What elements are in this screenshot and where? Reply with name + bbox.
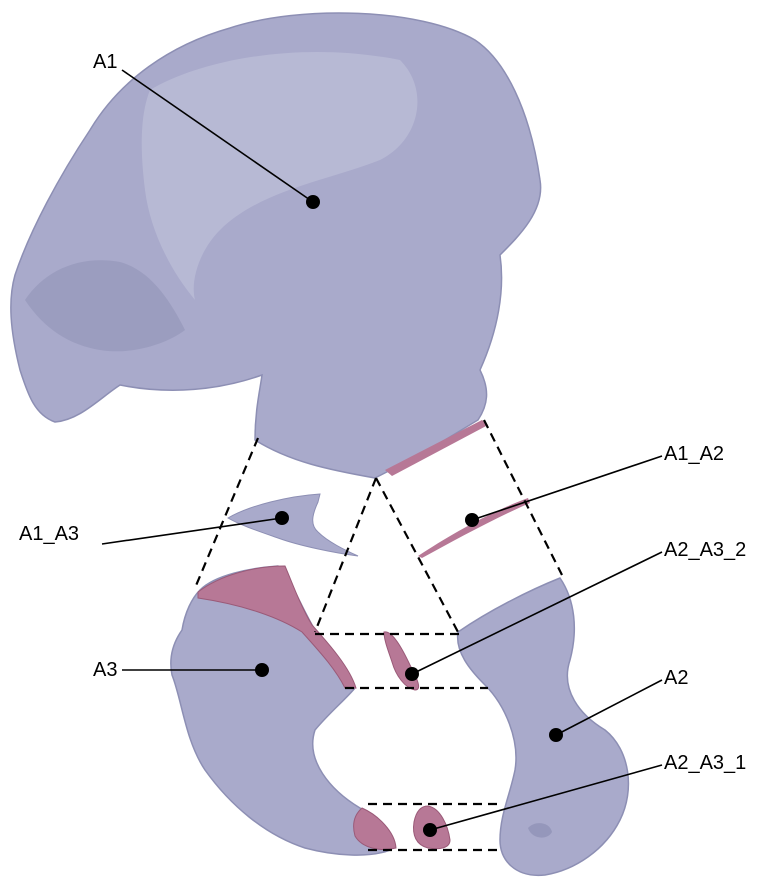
dot-a2-a3-1	[423, 823, 437, 837]
label-a2-a3-1: A2_A3_1	[664, 752, 746, 774]
leader-a1-a3	[102, 518, 282, 544]
guide-a1-apex-right	[376, 478, 458, 632]
a2-a3-2-interface	[384, 632, 419, 690]
leader-a1-a2	[472, 456, 662, 520]
label-a3: A3	[93, 659, 117, 681]
label-a2-a3-2: A2_A3_2	[664, 539, 746, 561]
label-a1: A1	[93, 51, 117, 73]
label-a2: A2	[664, 667, 688, 689]
label-a1-a3: A1_A3	[19, 523, 79, 545]
guide-a1-apex-left	[315, 478, 376, 632]
dot-a2-a3-2	[405, 667, 419, 681]
label-a1-a2: A1_A2	[664, 443, 724, 465]
dot-a1	[306, 195, 320, 209]
dot-a1-a3	[275, 511, 289, 525]
dot-a1-a2	[465, 513, 479, 527]
a1-a3-interface-fragment	[228, 494, 358, 556]
a1-a2-interface-fragment	[418, 498, 530, 558]
dot-a2	[549, 728, 563, 742]
guide-a1-right	[484, 420, 562, 575]
dot-a3	[255, 663, 269, 677]
